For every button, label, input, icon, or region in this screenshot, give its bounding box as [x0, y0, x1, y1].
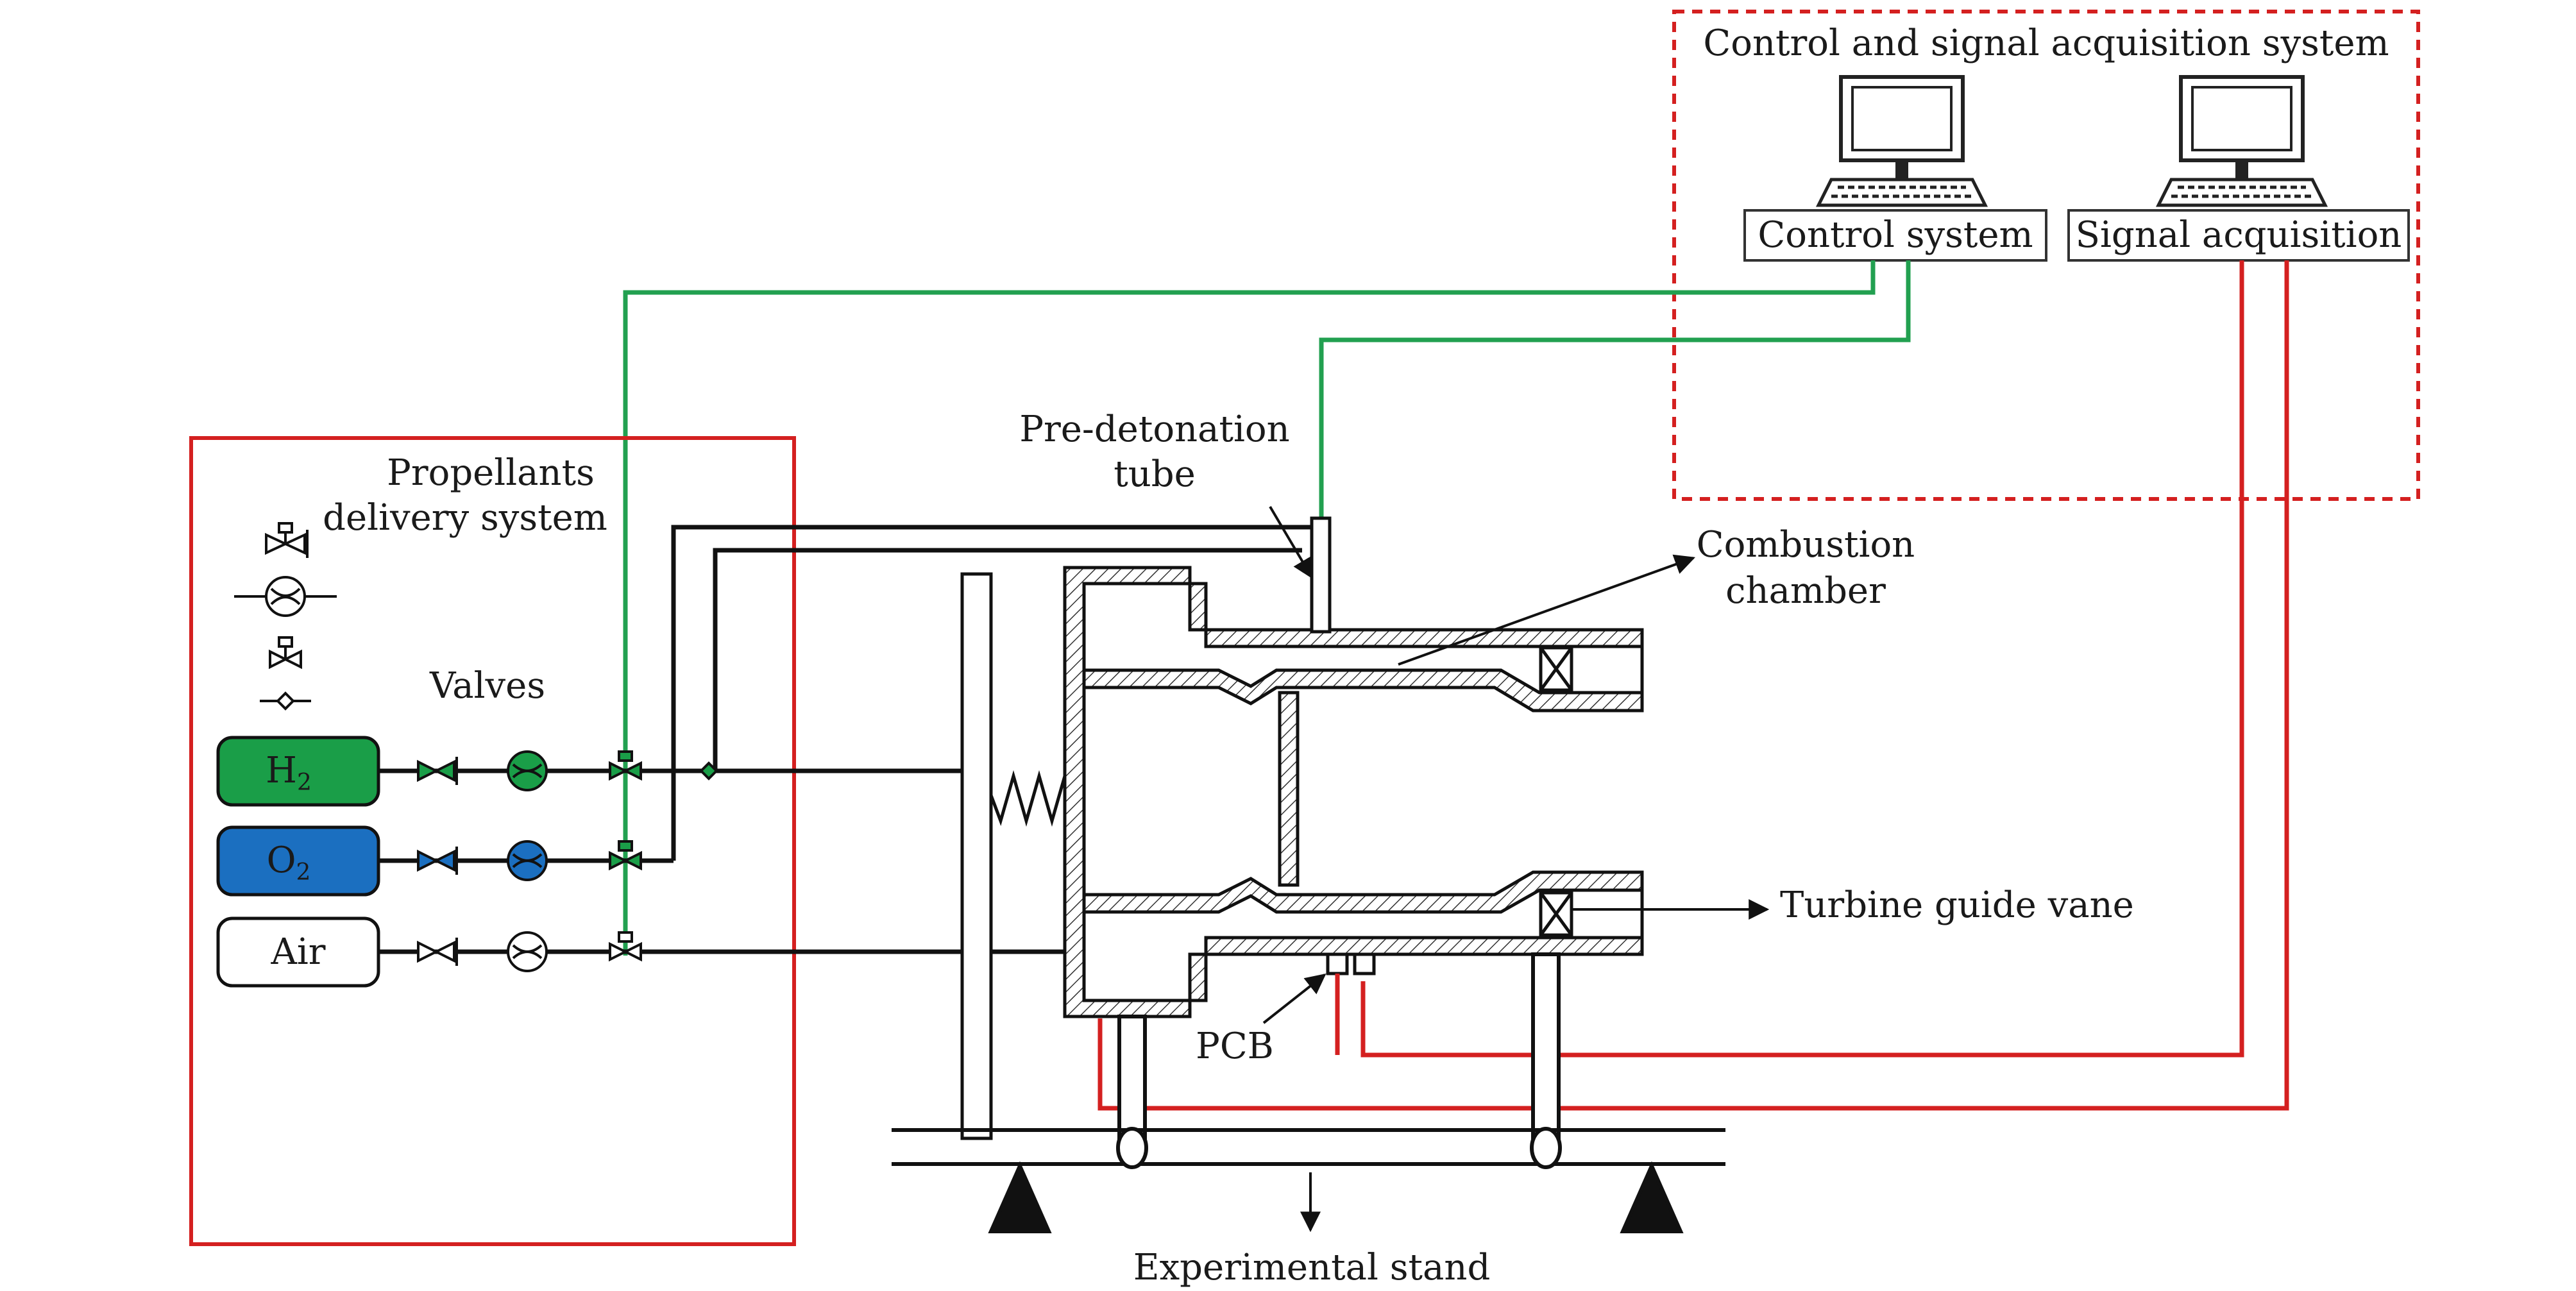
- tank-h2-label: H2: [266, 750, 312, 796]
- signal-acquisition-box: [2067, 209, 2410, 262]
- pcb-sensor-1: [1326, 952, 1349, 975]
- pcb-label: PCB: [1196, 1025, 1274, 1067]
- support-post: [960, 572, 993, 1140]
- valves-label: Valves: [429, 665, 545, 707]
- turbine-vane-top-icon: [1539, 646, 1573, 692]
- control-signal-group: Control and signal acquisition system Co…: [1672, 10, 2420, 501]
- propellants-title-line2: delivery system: [323, 497, 607, 539]
- h2-line-valves: [417, 750, 718, 791]
- tank-air-label: Air: [270, 931, 325, 973]
- turbine-label: Turbine guide vane: [1780, 884, 2134, 926]
- stand-label: Experimental stand: [1133, 1247, 1491, 1288]
- tank-o2-label: O2: [267, 840, 311, 886]
- legend-pressure-valve-icon: [269, 636, 302, 670]
- stand-leg-left: [1117, 1015, 1147, 1143]
- tank-o2: O2: [216, 825, 380, 897]
- combustion-label-line1: Combustion: [1697, 524, 1915, 566]
- signal-lines: [1097, 260, 2289, 1111]
- supply-lines: [378, 525, 1315, 954]
- combustion-label-line2: chamber: [1725, 570, 1886, 612]
- experimental-stand: [892, 952, 1725, 1233]
- combustor-head-wall: [1063, 566, 1644, 1018]
- o2-line-valves: [417, 840, 642, 881]
- legend-solenoid-valve-icon: [265, 522, 309, 558]
- computer-signal-icon: [2155, 75, 2328, 207]
- signal-acquisition-label: Signal acquisition: [2076, 214, 2402, 256]
- predetonation-tube: [1310, 516, 1332, 634]
- control-system-label: Control system: [1758, 214, 2033, 256]
- control-line-predetonation: [1319, 260, 1911, 518]
- control-signal-title: Control and signal acquisition system: [1703, 22, 2389, 64]
- propellants-group: Propellants delivery system Valves H2: [189, 436, 1315, 1246]
- control-system-box: [1743, 209, 2047, 262]
- tank-h2: H2: [216, 736, 380, 807]
- turbine-vane-bottom-icon: [1539, 891, 1573, 937]
- pcb-sensor-2: [1353, 952, 1376, 975]
- legend-flowmeter-icon: [234, 576, 337, 617]
- callout-arrows: [1262, 505, 1770, 1233]
- stand-foot-left-icon: [988, 1161, 1052, 1233]
- stand-foot-right-icon: [1620, 1161, 1684, 1233]
- propellants-title-line1: Propellants: [387, 452, 595, 494]
- combustor-assembly: [960, 516, 1644, 1140]
- air-line-valves: [417, 931, 642, 972]
- predetonation-label-line2: tube: [1114, 453, 1196, 495]
- legend-check-valve-icon: [260, 691, 311, 711]
- tank-air: Air: [216, 916, 380, 988]
- control-lines: [623, 260, 1911, 956]
- computer-control-icon: [1815, 75, 1988, 207]
- propellants-frame: [189, 436, 796, 1246]
- signal-line-pcb: [1360, 260, 2244, 1058]
- spring-icon: [989, 770, 1070, 827]
- predetonation-label-line1: Pre-detonation: [1019, 409, 1289, 450]
- baffle-plate: [1278, 691, 1300, 887]
- control-line-valves: [623, 260, 1876, 956]
- signal-line-chamber: [1097, 260, 2289, 1111]
- stand-leg-right: [1531, 952, 1561, 1143]
- control-signal-frame: [1672, 10, 2420, 501]
